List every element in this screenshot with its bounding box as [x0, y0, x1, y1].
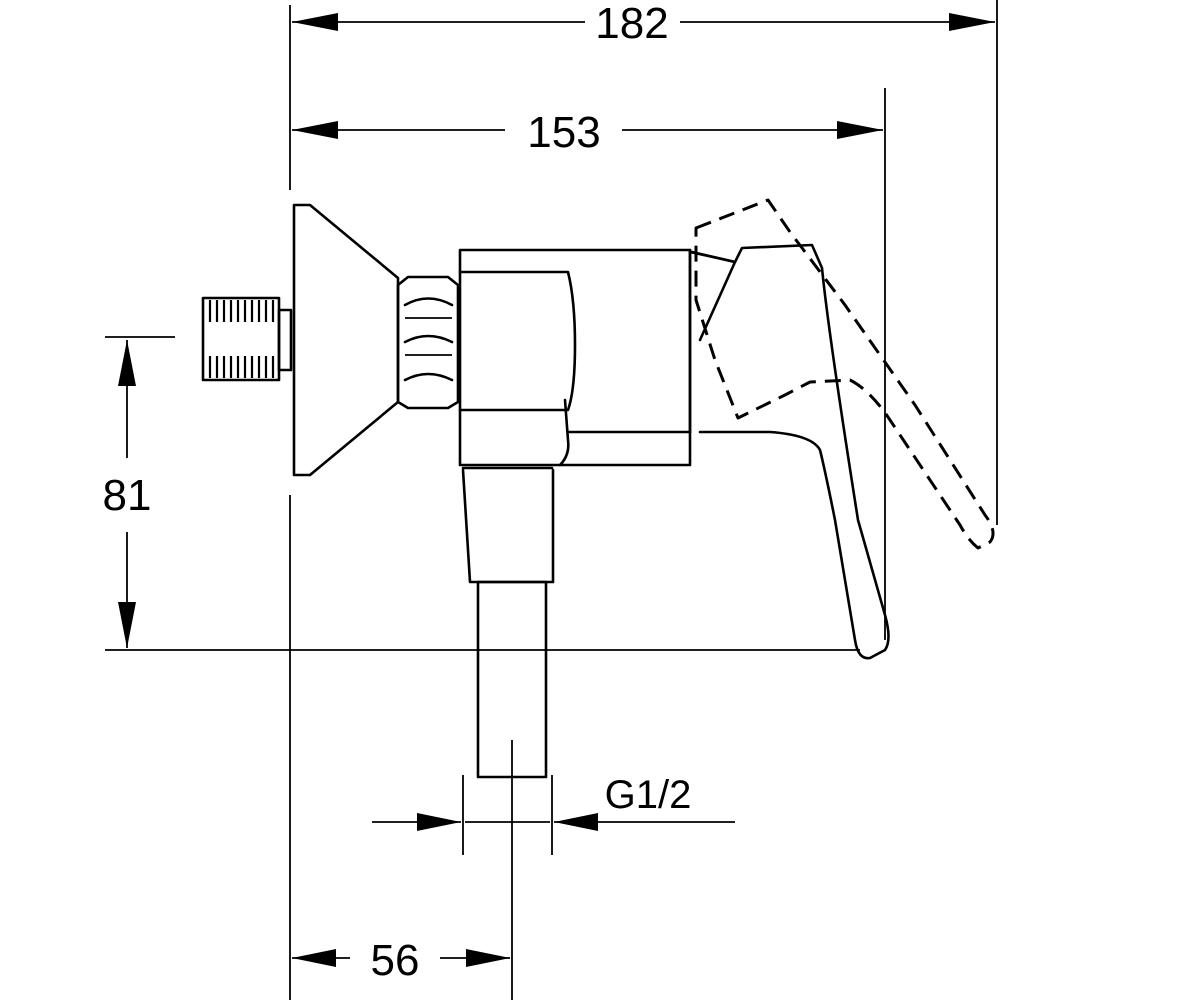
wall-flange: [292, 203, 400, 477]
arrow-left: [554, 813, 598, 831]
arrow-right: [466, 949, 510, 967]
dimension-label-153: 153: [527, 108, 600, 157]
dimension-height: 81: [103, 340, 152, 648]
outlet-spout: [461, 468, 555, 779]
arrow-right: [837, 121, 883, 139]
dimension-body-width: 153: [292, 108, 883, 157]
extension-lines: [105, 0, 998, 1000]
lever-alternate-position: [694, 198, 995, 550]
thread-hatching: [208, 300, 275, 378]
dimension-label-81: 81: [103, 471, 152, 520]
arrow-right: [949, 13, 995, 31]
hex-nut: [396, 275, 460, 410]
lever-handle: [688, 243, 890, 660]
thread-label: G1/2: [605, 773, 692, 817]
arrow-down: [118, 602, 136, 648]
thread-callout: G1/2: [372, 773, 735, 831]
dimension-overall-width: 182: [292, 0, 995, 48]
dimension-offset: 56: [292, 936, 510, 985]
dimension-label-182: 182: [595, 0, 668, 48]
arrow-up: [118, 340, 136, 386]
arrow-right: [417, 813, 461, 831]
threaded-inlet: [201, 296, 293, 382]
dimension-label-56: 56: [371, 936, 420, 985]
arrow-left: [292, 949, 336, 967]
arrow-left: [292, 13, 338, 31]
mixer-body: [458, 248, 692, 470]
arrow-left: [292, 121, 338, 139]
